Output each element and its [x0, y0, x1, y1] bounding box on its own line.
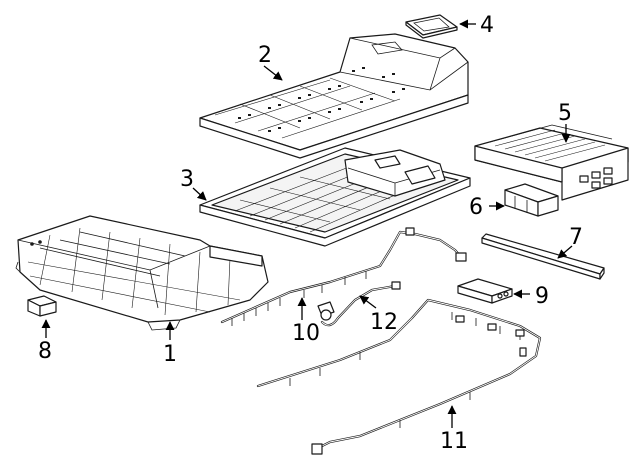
part-7-bar: [481, 233, 605, 280]
part-4-cover-seal: [405, 14, 458, 39]
callout-8: 8: [38, 339, 52, 364]
callout-9: 9: [535, 284, 549, 309]
part-3-tray-modules: [199, 147, 471, 247]
callout-5: 5: [558, 101, 572, 126]
callout-4: 4: [480, 13, 494, 38]
callout-6: 6: [469, 195, 483, 220]
callout-labels: 1 2 3 4 5 6 7 8 9 10 11 12: [38, 13, 583, 454]
part-11-harness: [256, 298, 542, 455]
callout-1: 1: [163, 342, 177, 367]
part-10-harness: [220, 227, 467, 326]
part-12-harness: [317, 281, 401, 327]
part-2-upper-cover: [199, 33, 469, 159]
part-9-connector-module: [457, 278, 513, 304]
callout-11: 11: [440, 429, 468, 454]
part-6-bracket: [504, 183, 559, 217]
part-8-connector-block: [27, 295, 57, 317]
callout-2: 2: [258, 43, 272, 68]
leader-line-12: [359, 295, 377, 309]
part-1-lower-enclosure: [15, 215, 269, 331]
callout-3: 3: [180, 167, 194, 192]
leader-line-3: [192, 187, 207, 201]
callout-12: 12: [370, 310, 398, 335]
part-5-electronics-module: [474, 124, 629, 201]
callout-10: 10: [292, 321, 320, 346]
callout-7: 7: [569, 225, 583, 250]
leader-line-7: [557, 245, 573, 259]
leader-lines: [41, 19, 573, 428]
leader-line-2: [263, 65, 283, 81]
